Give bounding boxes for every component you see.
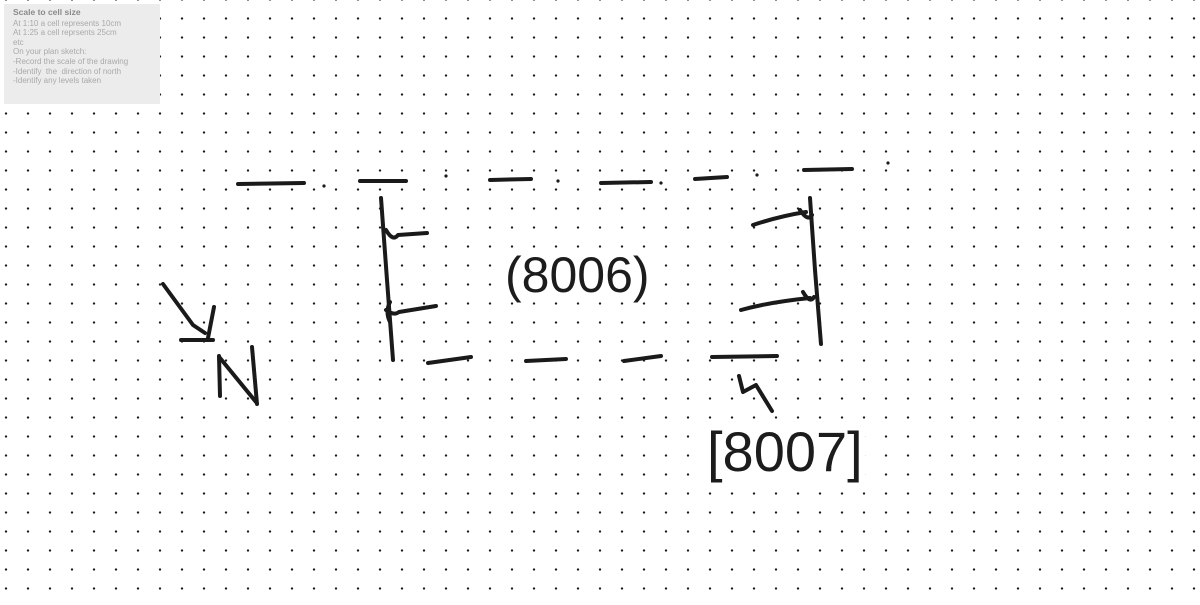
left-wall xyxy=(379,196,438,362)
bottom-dashed-boundary xyxy=(426,354,779,365)
room-label: (8006) xyxy=(503,247,652,303)
north-letter-strokes xyxy=(217,345,259,406)
instruction-line: -Identify any levels taken xyxy=(13,76,102,86)
instructions-panel: Scale to cell size At 1:10 a cell repres… xyxy=(4,4,160,104)
instructions-title: Scale to cell size xyxy=(13,7,81,17)
instruction-line: At 1:10 a cell represents 10cm xyxy=(13,18,122,28)
north-arrow-icon xyxy=(161,282,216,342)
instruction-line: At 1:25 a cell reprsents 25cm xyxy=(13,28,117,38)
instruction-line: -Record the scale of the drawing xyxy=(13,56,129,66)
instruction-line: etc xyxy=(13,37,24,47)
right-wall xyxy=(739,196,823,346)
instruction-line: On your plan sketch: xyxy=(13,47,87,57)
leader-line xyxy=(737,374,774,413)
instruction-line: -Identify the direction of north xyxy=(13,66,122,76)
reference-label: [8007] xyxy=(705,420,865,483)
top-dashed-boundary xyxy=(236,161,890,188)
